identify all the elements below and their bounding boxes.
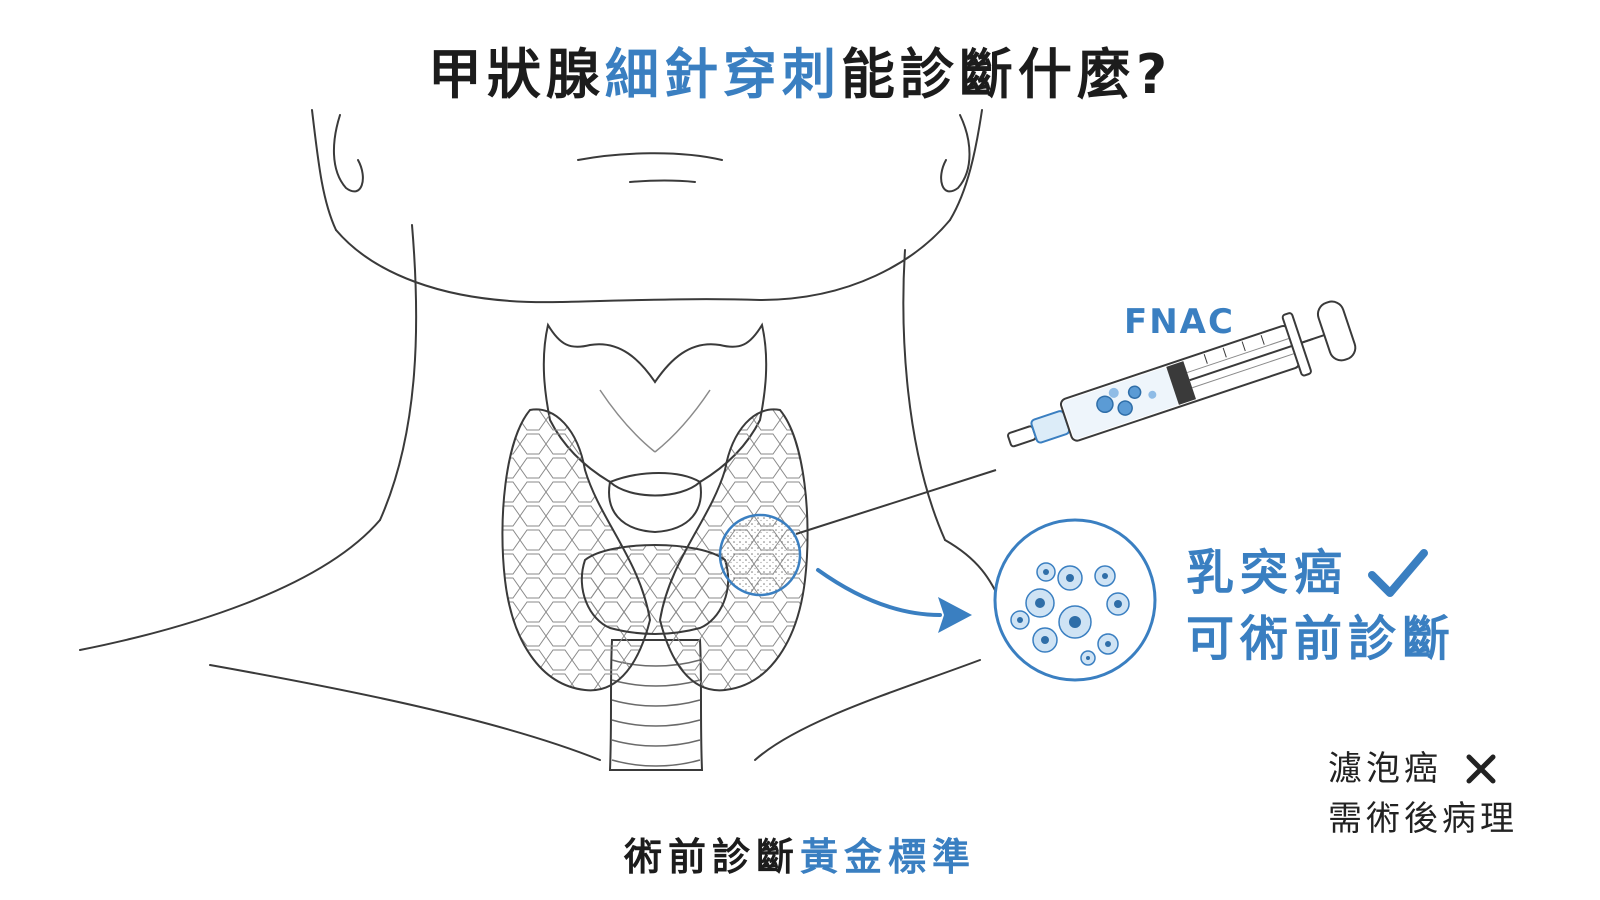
papillary-callout: 乳突癌 可術前診斷 xyxy=(1186,540,1456,672)
syringe-label: FNAC xyxy=(1124,302,1235,342)
bottom-highlight: 黃金標準 xyxy=(800,835,977,879)
neck-outline xyxy=(79,109,1001,761)
title-part1: 甲狀腺 xyxy=(427,43,605,106)
arrow-right-icon xyxy=(816,568,972,633)
cell-sample-circle xyxy=(993,518,1157,682)
page-title: 甲狀腺細針穿刺能診斷什麼? xyxy=(0,30,1600,109)
follicular-line1: 濾泡癌 xyxy=(1328,749,1442,789)
syringe-icon xyxy=(795,300,1357,535)
follicular-line2: 需術後病理 xyxy=(1328,799,1518,839)
title-highlight: 細針穿刺 xyxy=(604,43,841,106)
papillary-line2: 可術前診斷 xyxy=(1186,611,1457,667)
cross-icon xyxy=(1466,754,1496,784)
bottom-caption: 術前診斷黃金標準 xyxy=(0,826,1600,881)
bottom-part1: 術前診斷 xyxy=(623,835,800,879)
follicular-callout: 濾泡癌 需術後病理 xyxy=(1328,744,1518,844)
thyroid-cartilage xyxy=(542,322,768,534)
title-part2: 能診斷什麼? xyxy=(840,43,1173,106)
papillary-line1: 乳突癌 xyxy=(1186,545,1349,601)
check-icon xyxy=(1368,549,1429,597)
thyroid-nodule xyxy=(718,513,802,597)
